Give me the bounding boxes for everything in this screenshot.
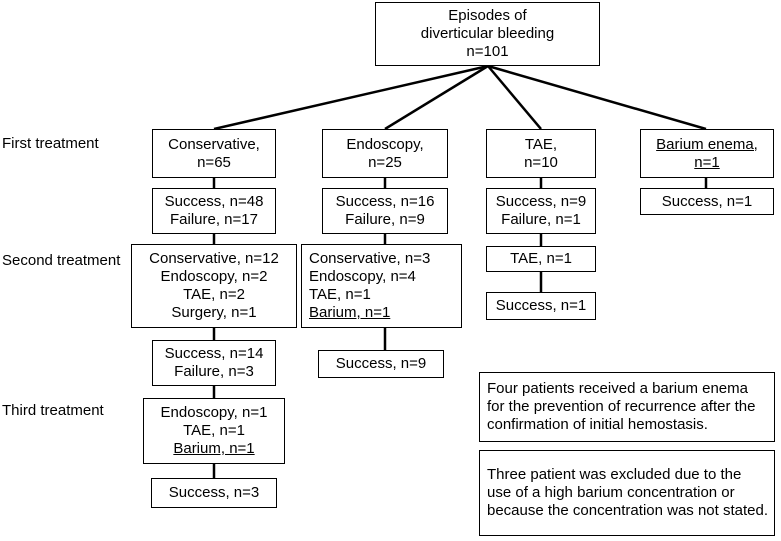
connector-root-tae: [487, 65, 542, 130]
endoscopy-result1-line-1: Success, n=16: [335, 193, 435, 210]
conservative-third-line-3: Barium, n=1: [173, 440, 255, 457]
conservative-third-box: Endoscopy, n=1 TAE, n=1 Barium, n=1: [143, 398, 285, 464]
connector-root-endoscopy: [384, 64, 489, 131]
endoscopy-second-line-3: TAE, n=1: [309, 286, 371, 303]
tae-result2-line: Success, n=1: [495, 297, 587, 314]
conservative-result1-line-1: Success, n=48: [164, 193, 264, 210]
row-label-second-treatment: Second treatment: [2, 252, 121, 269]
endoscopy-second-line-2: Endoscopy, n=4: [309, 268, 416, 285]
root-box: Episodes of diverticular bleeding n=101: [375, 2, 600, 66]
endoscopy-second-box: Conservative, n=3 Endoscopy, n=4 TAE, n=…: [301, 244, 462, 328]
barium-result1-line: Success, n=1: [661, 192, 753, 210]
connector-root-barium: [487, 64, 707, 131]
note-barium-prevention-text: Four patients received a barium enema fo…: [487, 380, 756, 433]
tae-second-line: TAE, n=1: [510, 250, 572, 267]
endoscopy-result1-line-2: Failure, n=9: [345, 211, 425, 228]
tae-result2-box: Success, n=1: [486, 292, 596, 320]
endoscopy-result2-line: Success, n=9: [335, 355, 427, 372]
conservative-first-line-1: Conservative,: [168, 135, 260, 153]
tae-first-line-1: TAE,: [524, 135, 558, 153]
conservative-result1-box: Success, n=48 Failure, n=17: [152, 188, 276, 234]
tae-second-box: TAE, n=1: [486, 246, 596, 272]
endoscopy-result1-box: Success, n=16 Failure, n=9: [322, 188, 448, 234]
endoscopy-second-line-4: Barium, n=1: [309, 304, 391, 321]
tae-result1-line-2: Failure, n=1: [501, 211, 581, 228]
note-excluded-patients: Three patient was excluded due to the us…: [479, 450, 775, 536]
conservative-second-line-4: Surgery, n=1: [171, 304, 257, 321]
conservative-first-box: Conservative, n=65: [152, 129, 276, 178]
conservative-result2-box: Success, n=14 Failure, n=3: [152, 340, 276, 386]
conservative-second-line-3: TAE, n=2: [183, 286, 245, 303]
root-line-3: n=101: [466, 43, 509, 60]
root-line-1: Episodes of: [448, 7, 527, 24]
conservative-result2-line-2: Failure, n=3: [174, 363, 254, 380]
note-barium-prevention: Four patients received a barium enema fo…: [479, 372, 775, 442]
row-label-first-treatment: First treatment: [2, 135, 99, 152]
conservative-result1-line-2: Failure, n=17: [170, 211, 258, 228]
conservative-second-line-1: Conservative, n=12: [149, 250, 279, 267]
conservative-second-box: Conservative, n=12 Endoscopy, n=2 TAE, n…: [131, 244, 297, 328]
tae-result1-box: Success, n=9 Failure, n=1: [486, 188, 596, 234]
note-excluded-patients-text: Three patient was excluded due to the us…: [487, 466, 769, 519]
tae-first-line-2: n=10: [524, 153, 558, 171]
conservative-third-line-2: TAE, n=1: [183, 422, 245, 439]
endoscopy-first-line-2: n=25: [368, 153, 402, 171]
conservative-result2-line-1: Success, n=14: [164, 345, 264, 362]
barium-first-line-2: n=1: [694, 153, 720, 171]
endoscopy-result2-box: Success, n=9: [318, 350, 444, 378]
root-line-2: diverticular bleeding: [420, 25, 555, 42]
conservative-result3-box: Success, n=3: [151, 478, 277, 508]
row-label-third-treatment: Third treatment: [2, 402, 104, 419]
endoscopy-first-box: Endoscopy, n=25: [322, 129, 448, 178]
connector-root-conservative: [213, 64, 489, 131]
barium-first-box: Barium enema, n=1: [640, 129, 774, 178]
conservative-result3-line: Success, n=3: [168, 484, 260, 501]
barium-first-line-1: Barium enema,: [656, 135, 758, 153]
conservative-first-line-2: n=65: [197, 153, 231, 171]
tae-first-box: TAE, n=10: [486, 129, 596, 178]
barium-result1-box: Success, n=1: [640, 188, 774, 215]
endoscopy-second-line-1: Conservative, n=3: [309, 250, 431, 267]
conservative-third-line-1: Endoscopy, n=1: [160, 404, 268, 421]
conservative-second-line-2: Endoscopy, n=2: [160, 268, 268, 285]
endoscopy-first-line-1: Endoscopy,: [346, 135, 424, 153]
tae-result1-line-1: Success, n=9: [495, 193, 587, 210]
